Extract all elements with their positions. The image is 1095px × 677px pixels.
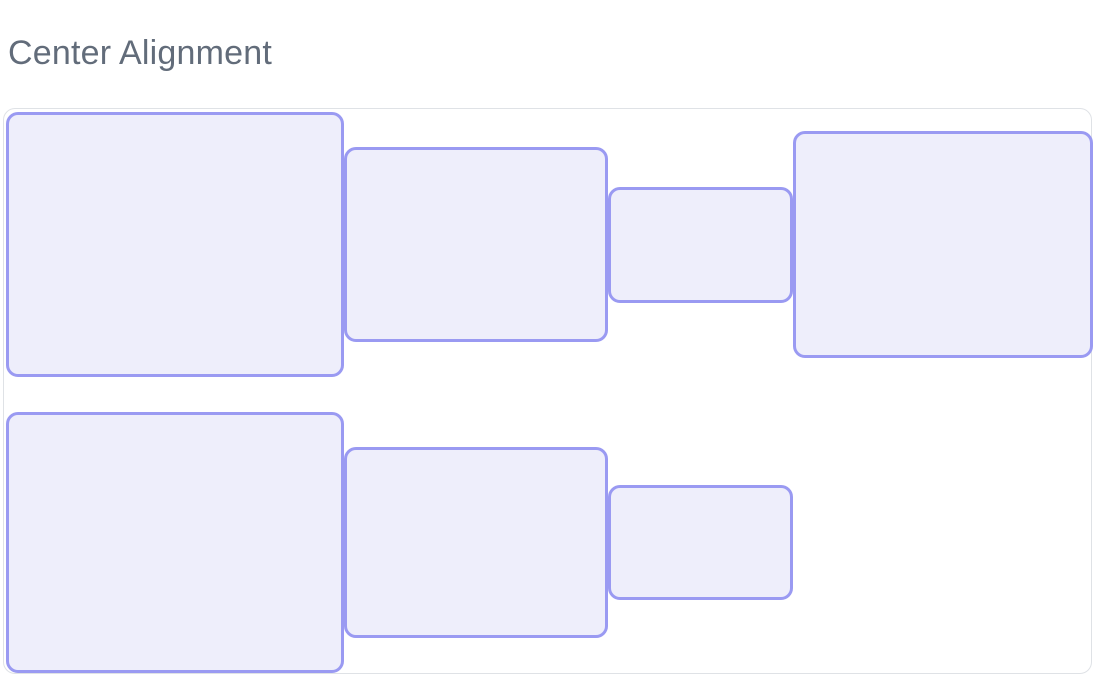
alignment-box[interactable] [6,412,344,673]
alignment-box[interactable] [608,186,793,303]
alignment-box[interactable] [793,131,1093,358]
alignment-box[interactable] [344,147,608,342]
alignment-box[interactable] [344,447,608,638]
page-title: Center Alignment [8,34,273,72]
alignment-row-2 [0,412,1095,673]
alignment-row-1 [0,112,1095,377]
alignment-box[interactable] [608,485,793,600]
alignment-box[interactable] [6,112,344,377]
